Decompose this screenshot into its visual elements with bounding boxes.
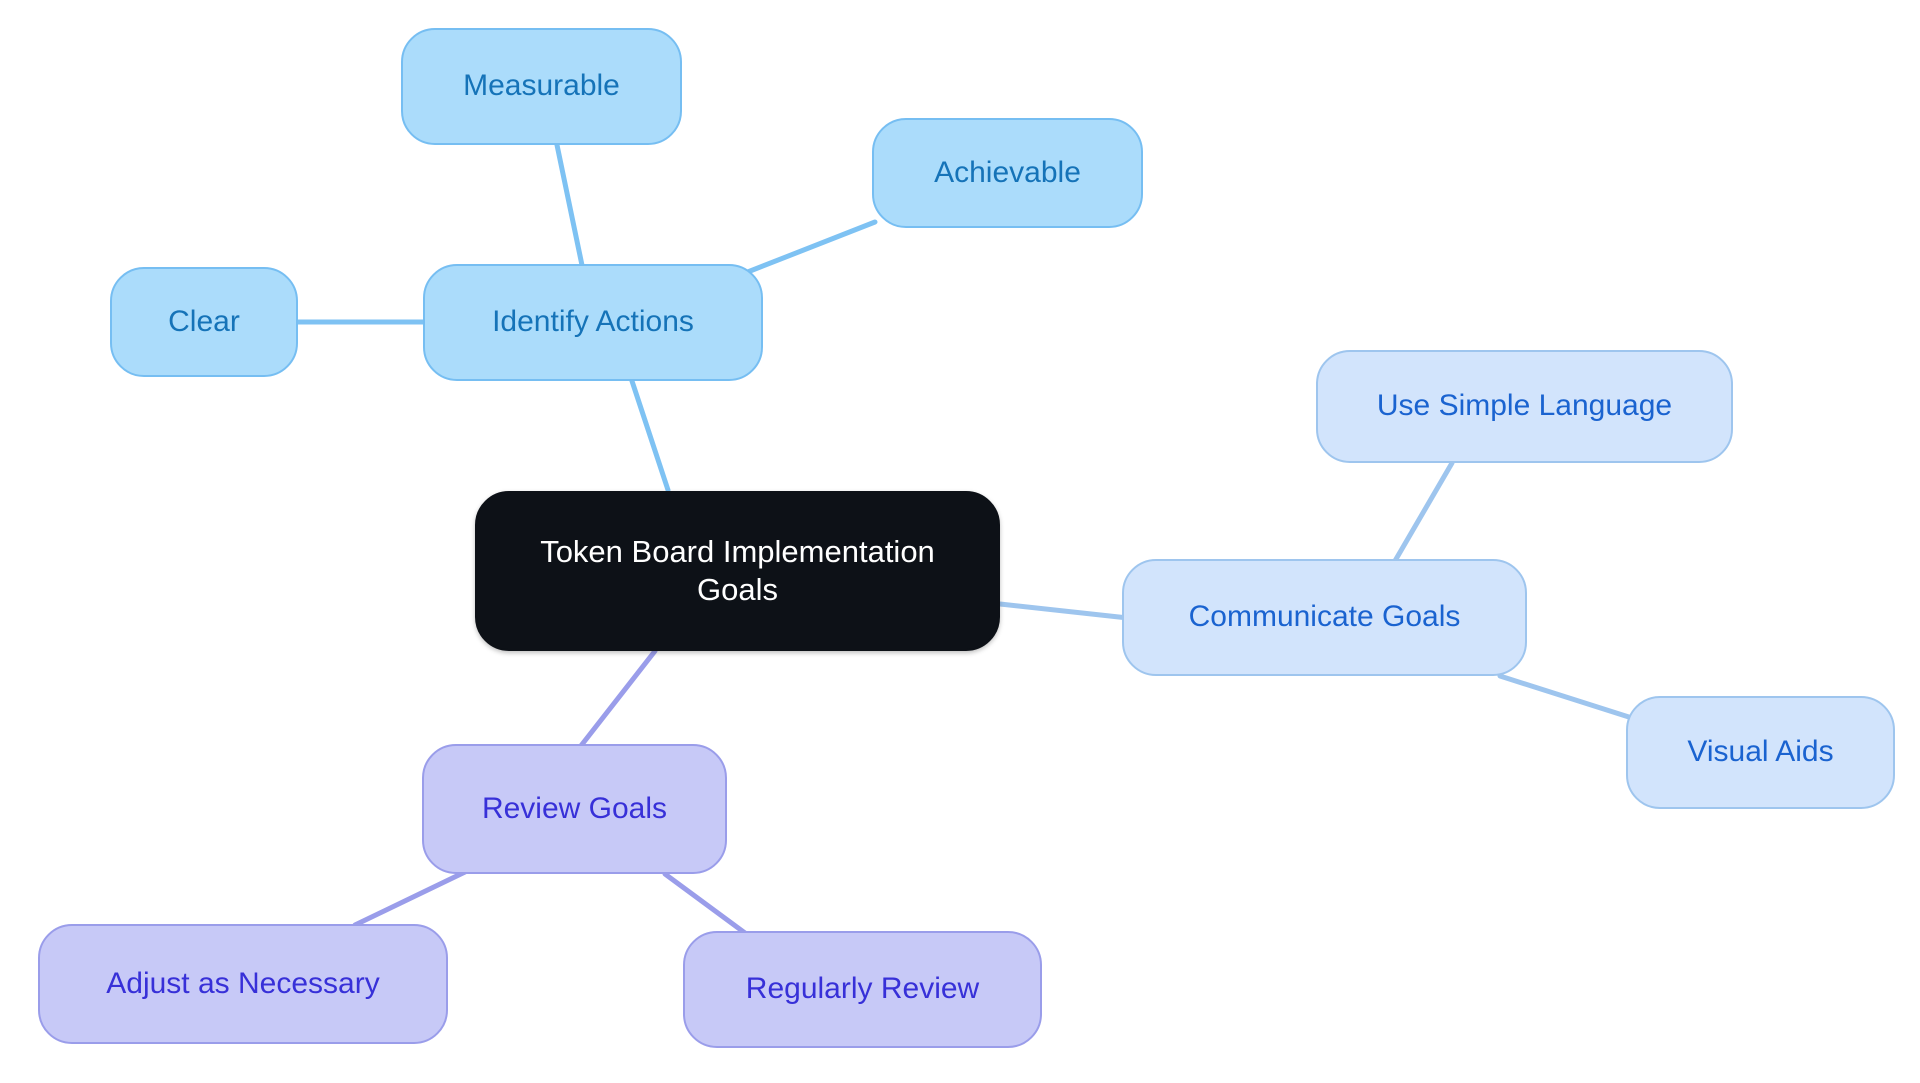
edge-identify-actions-achievable — [737, 219, 878, 278]
node-root[interactable]: Token Board Implementation Goals — [475, 491, 1000, 651]
node-achievable[interactable]: Achievable — [872, 118, 1143, 228]
edge-root-review-goals — [577, 648, 658, 750]
edge-identify-actions-measurable — [554, 142, 586, 273]
edge-communicate-goals-visual-aids — [1497, 673, 1635, 721]
node-adjust-as-necessary[interactable]: Adjust as Necessary — [38, 924, 448, 1044]
node-visual-aids[interactable]: Visual Aids — [1626, 696, 1895, 809]
edge-review-goals-regularly-review — [662, 871, 748, 936]
node-measurable[interactable]: Measurable — [401, 28, 682, 145]
node-clear[interactable]: Clear — [110, 267, 298, 377]
edge-review-goals-adjust-as-necessary — [352, 869, 468, 928]
node-identify-actions[interactable]: Identify Actions — [423, 264, 763, 381]
edge-root-identify-actions — [627, 372, 671, 493]
node-communicate-goals[interactable]: Communicate Goals — [1122, 559, 1527, 676]
node-regularly-review[interactable]: Regularly Review — [683, 931, 1042, 1048]
node-use-simple-language[interactable]: Use Simple Language — [1316, 350, 1733, 463]
edge-communicate-goals-use-simple-language — [1389, 460, 1455, 569]
edge-root-communicate-goals — [997, 601, 1131, 621]
node-review-goals[interactable]: Review Goals — [422, 744, 727, 874]
